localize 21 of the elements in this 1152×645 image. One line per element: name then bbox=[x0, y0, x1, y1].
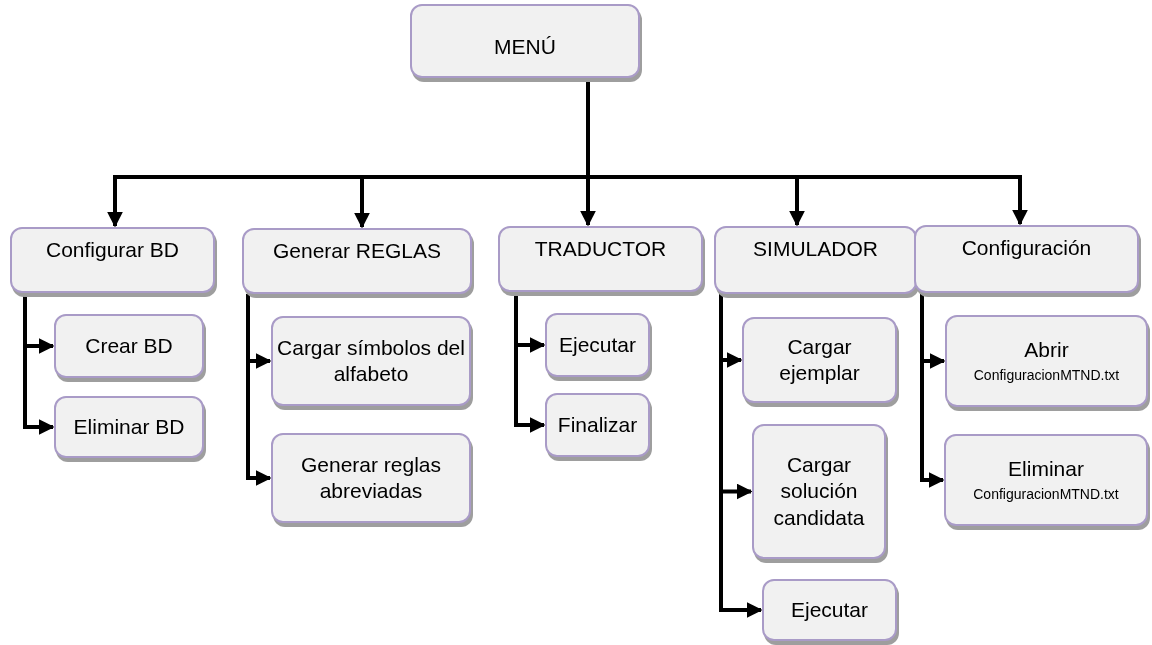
box-title: MENÚ bbox=[494, 34, 556, 60]
box-title: Configuración bbox=[961, 235, 1092, 261]
box-title: Cargar ejemplar bbox=[778, 333, 861, 386]
file-name: ConfiguracionMTND.txt bbox=[973, 486, 1119, 504]
arrow bbox=[719, 294, 763, 618]
box-title: Cargar símbolos del alfabeto bbox=[277, 334, 465, 387]
box-title: Generar REGLAS bbox=[272, 238, 442, 264]
box-title: Finalizar bbox=[557, 411, 638, 438]
box-title: Eliminar bbox=[1008, 456, 1084, 483]
box-title: Configurar BD bbox=[45, 237, 180, 263]
box-title: Ejecutar bbox=[558, 331, 636, 358]
box-title: TRADUCTOR bbox=[534, 236, 667, 262]
box-title: Eliminar BD bbox=[73, 413, 185, 440]
box-title: Generar reglas abreviadas bbox=[299, 451, 443, 504]
file-name: ConfiguracionMTND.txt bbox=[973, 367, 1120, 385]
box-title: Crear BD bbox=[85, 332, 173, 359]
box-title: SIMULADOR bbox=[753, 236, 878, 262]
arrow bbox=[920, 293, 945, 488]
box-title: Ejecutar bbox=[790, 596, 868, 623]
box-title: Abrir bbox=[1024, 337, 1069, 364]
box-title: Cargar solución candidata bbox=[772, 452, 866, 531]
